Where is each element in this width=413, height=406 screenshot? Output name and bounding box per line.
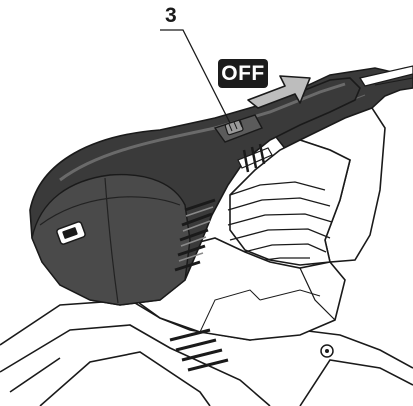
direction-arrow-icon bbox=[247, 75, 311, 109]
callout-leader bbox=[160, 29, 231, 124]
slide-switch-icon[interactable] bbox=[56, 221, 86, 245]
callout-number: 3 bbox=[165, 4, 177, 27]
power-switch[interactable] bbox=[213, 114, 263, 143]
vent-icon bbox=[237, 143, 273, 173]
off-badge: OFF bbox=[218, 59, 268, 88]
